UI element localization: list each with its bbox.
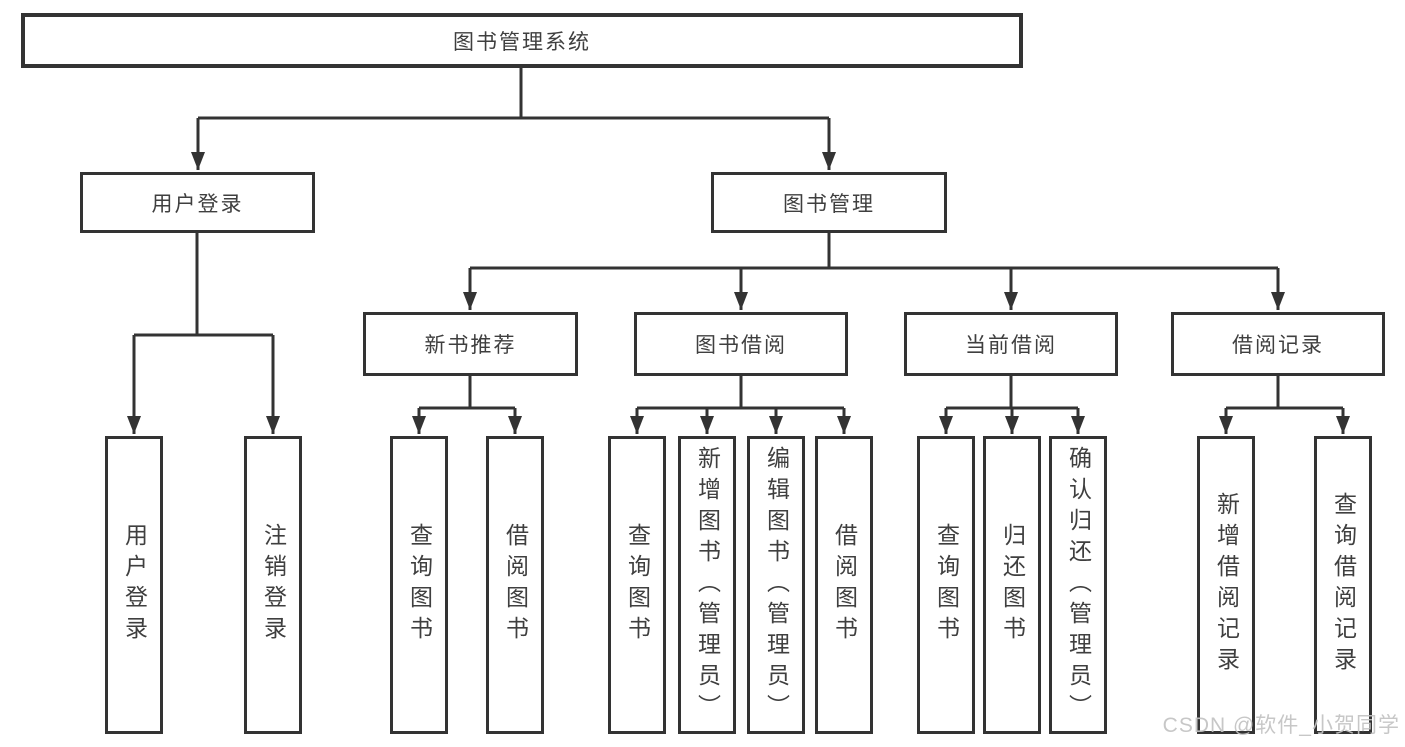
leaf-records-query-record: 查询借阅记录 [1314,436,1372,734]
node-book-borrowing-label: 图书借阅 [695,334,787,357]
node-borrowing-records: 借阅记录 [1171,312,1385,376]
leaf-borrowing-add-books-admin-label: 新增图书（管理员） [694,445,721,725]
node-library-system: 图书管理系统 [21,13,1023,68]
leaf-borrowing-edit-books-admin-label: 编辑图书（管理员） [763,445,790,725]
node-new-book-recommend: 新书推荐 [363,312,578,376]
connector-arrows [127,118,1350,434]
leaf-current-return-books: 归还图书 [983,436,1041,734]
leaf-user-login: 用户登录 [105,436,163,734]
leaf-recommend-query-books-label: 查询图书 [406,523,433,647]
leaf-recommend-query-books: 查询图书 [390,436,448,734]
leaf-current-return-books-label: 归还图书 [999,523,1026,647]
leaf-borrowing-borrow-books: 借阅图书 [815,436,873,734]
node-book-borrowing: 图书借阅 [634,312,848,376]
leaf-borrowing-add-books-admin: 新增图书（管理员） [678,436,736,734]
node-book-management-label: 图书管理 [783,192,875,216]
leaf-current-query-books: 查询图书 [917,436,975,734]
leaf-borrowing-query-books-label: 查询图书 [624,523,651,647]
leaf-logout-label: 注销登录 [260,523,287,647]
leaf-user-login-label: 用户登录 [121,523,148,647]
leaf-borrowing-query-books: 查询图书 [608,436,666,734]
node-current-borrowing: 当前借阅 [904,312,1118,376]
leaf-logout: 注销登录 [244,436,302,734]
leaf-records-add-record: 新增借阅记录 [1197,436,1255,734]
leaf-current-confirm-return-admin-label: 确认归还（管理员） [1065,445,1092,725]
node-new-book-recommend-label: 新书推荐 [424,334,517,357]
node-current-borrowing-label: 当前借阅 [965,334,1057,357]
leaf-recommend-borrow-books-label: 借阅图书 [502,523,529,647]
node-library-system-label: 图书管理系统 [453,30,591,54]
node-borrowing-records-label: 借阅记录 [1232,334,1324,357]
node-book-management: 图书管理 [711,172,947,233]
leaf-recommend-borrow-books: 借阅图书 [486,436,544,734]
connector-trunks [134,68,1343,410]
leaf-current-confirm-return-admin: 确认归还（管理员） [1049,436,1107,734]
leaf-borrowing-edit-books-admin: 编辑图书（管理员） [747,436,805,734]
leaf-records-query-record-label: 查询借阅记录 [1330,492,1357,678]
leaf-borrowing-borrow-books-label: 借阅图书 [831,523,858,647]
node-user-login-label: 用户登录 [151,192,244,216]
node-user-login: 用户登录 [80,172,315,233]
csdn-watermark: CSDN @软件_小贺同学 [1162,714,1400,737]
leaf-records-add-record-label: 新增借阅记录 [1213,492,1240,678]
leaf-current-query-books-label: 查询图书 [933,523,960,647]
